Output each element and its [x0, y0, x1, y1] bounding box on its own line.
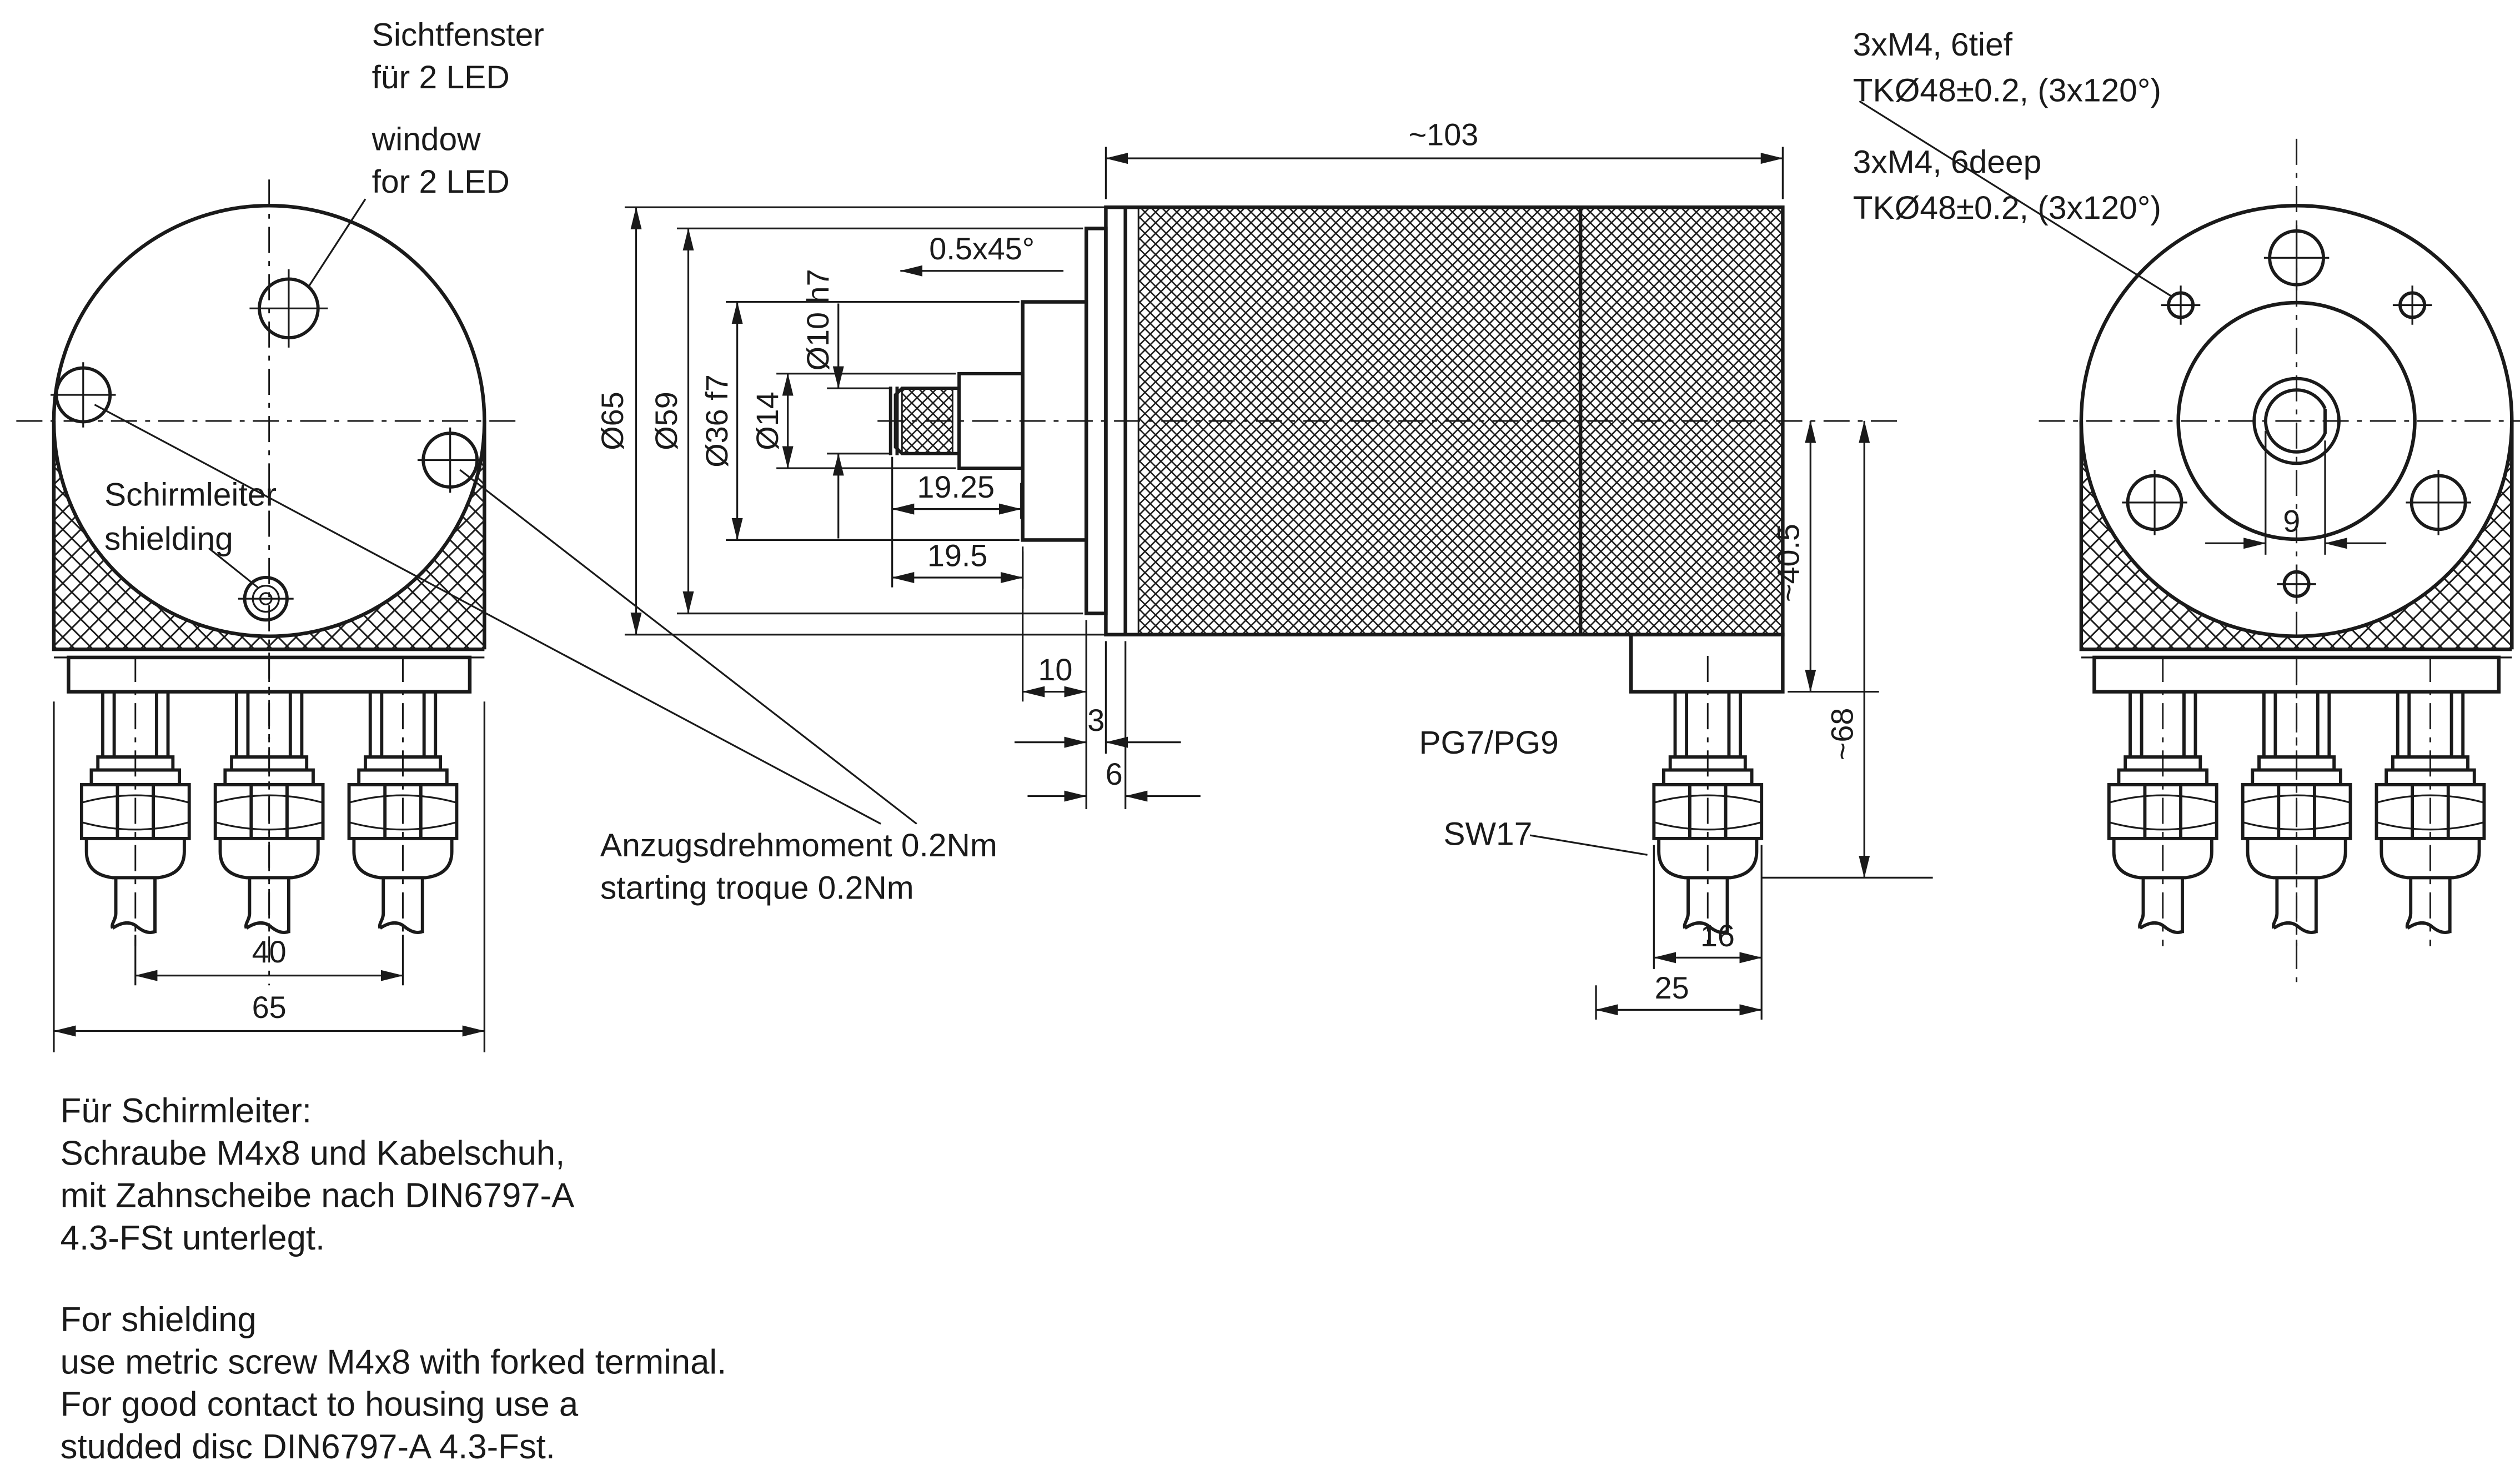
shield-note-en-line: For good contact to housing use a: [61, 1386, 579, 1424]
shaft-spline-knurl: [901, 387, 953, 455]
m4-hole: [2277, 564, 2316, 604]
dim-d14-value: Ø14: [750, 392, 785, 450]
torque-leader-1: [94, 404, 881, 825]
dim-40: 40: [134, 934, 404, 986]
thread-label-en-2: TKØ48±0.2, (3x120°): [1853, 190, 2161, 226]
dim-9-value: 9: [2283, 504, 2300, 539]
dim-d59-value: Ø59: [649, 392, 684, 450]
shield-note-en-line: use metric screw M4x8 with forked termin…: [61, 1343, 727, 1381]
dim-40-5-value: ~40.5: [1771, 524, 1806, 602]
shield-note-de-line: Für Schirmleiter:: [61, 1092, 312, 1130]
dim-19-5: 19.5: [891, 538, 1024, 589]
rear-pilot-circle: [2176, 300, 2417, 541]
dim-3: 3: [1014, 641, 1181, 754]
window-label-de-2: für 2 LED: [372, 59, 510, 96]
dim-103-value: ~103: [1409, 117, 1479, 152]
gland-type-label: PG7/PG9: [1419, 725, 1558, 761]
wrench-size-callout: SW17: [1443, 816, 1648, 856]
cable-gland: [2109, 656, 2217, 946]
side-view: ~103 Ø65 Ø59 Ø36 f7 Ø14: [595, 117, 1933, 1020]
m4-hole: [2392, 285, 2432, 325]
window-label-en-1: window: [372, 121, 481, 157]
dim-d10-value: Ø10 h7: [800, 269, 835, 370]
thread-label-en-1: 3xM4, 6deep: [1853, 144, 2042, 180]
dim-9: 9: [2205, 430, 2387, 555]
m4-hole: [2161, 285, 2201, 325]
shield-label-de: Schirmleiter: [104, 477, 277, 513]
m4-leader: [1859, 100, 2173, 298]
shield-terminal-screw: [238, 576, 294, 622]
dim-19-5-value: 19.5: [927, 538, 988, 573]
housing-screw-bottom-right: [2406, 470, 2471, 535]
notes: Anzugsdrehmoment 0.2Nm starting troque 0…: [61, 827, 997, 1465]
rear-hatched-corners: [2081, 420, 2512, 650]
dim-10-value: 10: [1038, 652, 1072, 687]
rear-shaft-bore-outer: [2252, 377, 2341, 465]
cable-gland: [215, 656, 323, 946]
cable-gland: [349, 656, 457, 946]
front-face-circle: [52, 204, 486, 638]
torque-note-en: starting troque 0.2Nm: [600, 870, 914, 906]
dim-16: 16: [1653, 845, 1763, 1020]
dim-3-value: 3: [1087, 703, 1105, 737]
shaft: [888, 372, 1025, 470]
housing-screw-right: [417, 427, 483, 493]
window-leader: [307, 198, 367, 288]
shield-note-de-line: 4.3-FSt unterlegt.: [61, 1219, 325, 1257]
housing-screw-left: [51, 362, 116, 428]
rear-view: 9 3xM4, 6tief TKØ48±0.2, (3x120°) 3xM4, …: [1853, 27, 2520, 986]
thread-label-de-2: TKØ48±0.2, (3x120°): [1853, 72, 2161, 108]
front-housing-block: [52, 420, 485, 651]
dim-40-5: ~40.5: [1771, 420, 1879, 693]
wrench-size-label: SW17: [1443, 816, 1532, 852]
dim-d36-value: Ø36 f7: [699, 374, 734, 468]
shield-note-de-line: Schraube M4x8 und Kabelschuh,: [61, 1134, 565, 1172]
shield-leader: [208, 547, 259, 588]
rear-housing-block: [2079, 420, 2512, 651]
dim-19-25-value: 19.25: [917, 469, 995, 504]
dim-40-value: 40: [252, 934, 287, 969]
dim-6-value: 6: [1106, 756, 1123, 791]
dim-d65: Ø65: [595, 206, 1122, 636]
shield-note-en-line: For shielding: [61, 1301, 257, 1339]
dim-19-25: 19.25: [891, 456, 1022, 588]
cable-gland: [2377, 656, 2484, 946]
housing-knurl: [1137, 206, 1784, 636]
window-label-de-1: Sichtfenster: [372, 17, 544, 53]
dim-d10: Ø10 h7: [800, 269, 892, 539]
cable-gland: [1654, 656, 1761, 946]
cable-gland: [2243, 656, 2351, 946]
dim-d59: Ø59: [649, 227, 1083, 615]
front-hatched-corners: [53, 420, 485, 650]
rear-shaft-bore-flat: [2263, 388, 2327, 454]
front-view: 40 65 Sichtfenster für 2 LED window for …: [16, 17, 917, 1052]
shield-note-en-line: studded disc DIN6797-A 4.3-Fst.: [61, 1428, 555, 1465]
thread-label-de-1: 3xM4, 6tief: [1853, 27, 2013, 63]
rear-face-circle: [2079, 204, 2514, 638]
window-label-en-2: for 2 LED: [372, 164, 510, 200]
dim-103: ~103: [1105, 117, 1784, 199]
dim-25-value: 25: [1655, 970, 1689, 1005]
housing-screw-bottom-left: [2122, 470, 2187, 535]
dim-25: 25: [1595, 970, 1763, 1020]
led-window: [249, 269, 328, 348]
dim-d65-value: Ø65: [595, 392, 630, 450]
dim-65: 65: [53, 701, 485, 1052]
shield-note-de-line: mit Zahnscheibe nach DIN6797-A: [61, 1177, 575, 1215]
dim-10: 10: [1022, 546, 1087, 810]
dim-d14: Ø14: [750, 373, 956, 469]
dim-16-value: 16: [1700, 918, 1735, 953]
dim-chamfer: 0.5x45°: [900, 231, 1064, 277]
dim-chamfer-value: 0.5x45°: [929, 231, 1035, 266]
torque-note-de: Anzugsdrehmoment 0.2Nm: [600, 827, 997, 864]
dim-68-value: ~68: [1825, 708, 1860, 761]
shield-label-en: shielding: [104, 521, 233, 557]
cable-gland: [82, 656, 189, 946]
dim-d36: Ø36 f7: [699, 300, 1020, 541]
housing-screw-top: [2263, 225, 2330, 291]
dim-65-value: 65: [252, 990, 287, 1025]
dim-6: 6: [1027, 641, 1201, 810]
dim-68: ~68: [1761, 420, 1933, 879]
torque-leader-2: [459, 469, 917, 825]
